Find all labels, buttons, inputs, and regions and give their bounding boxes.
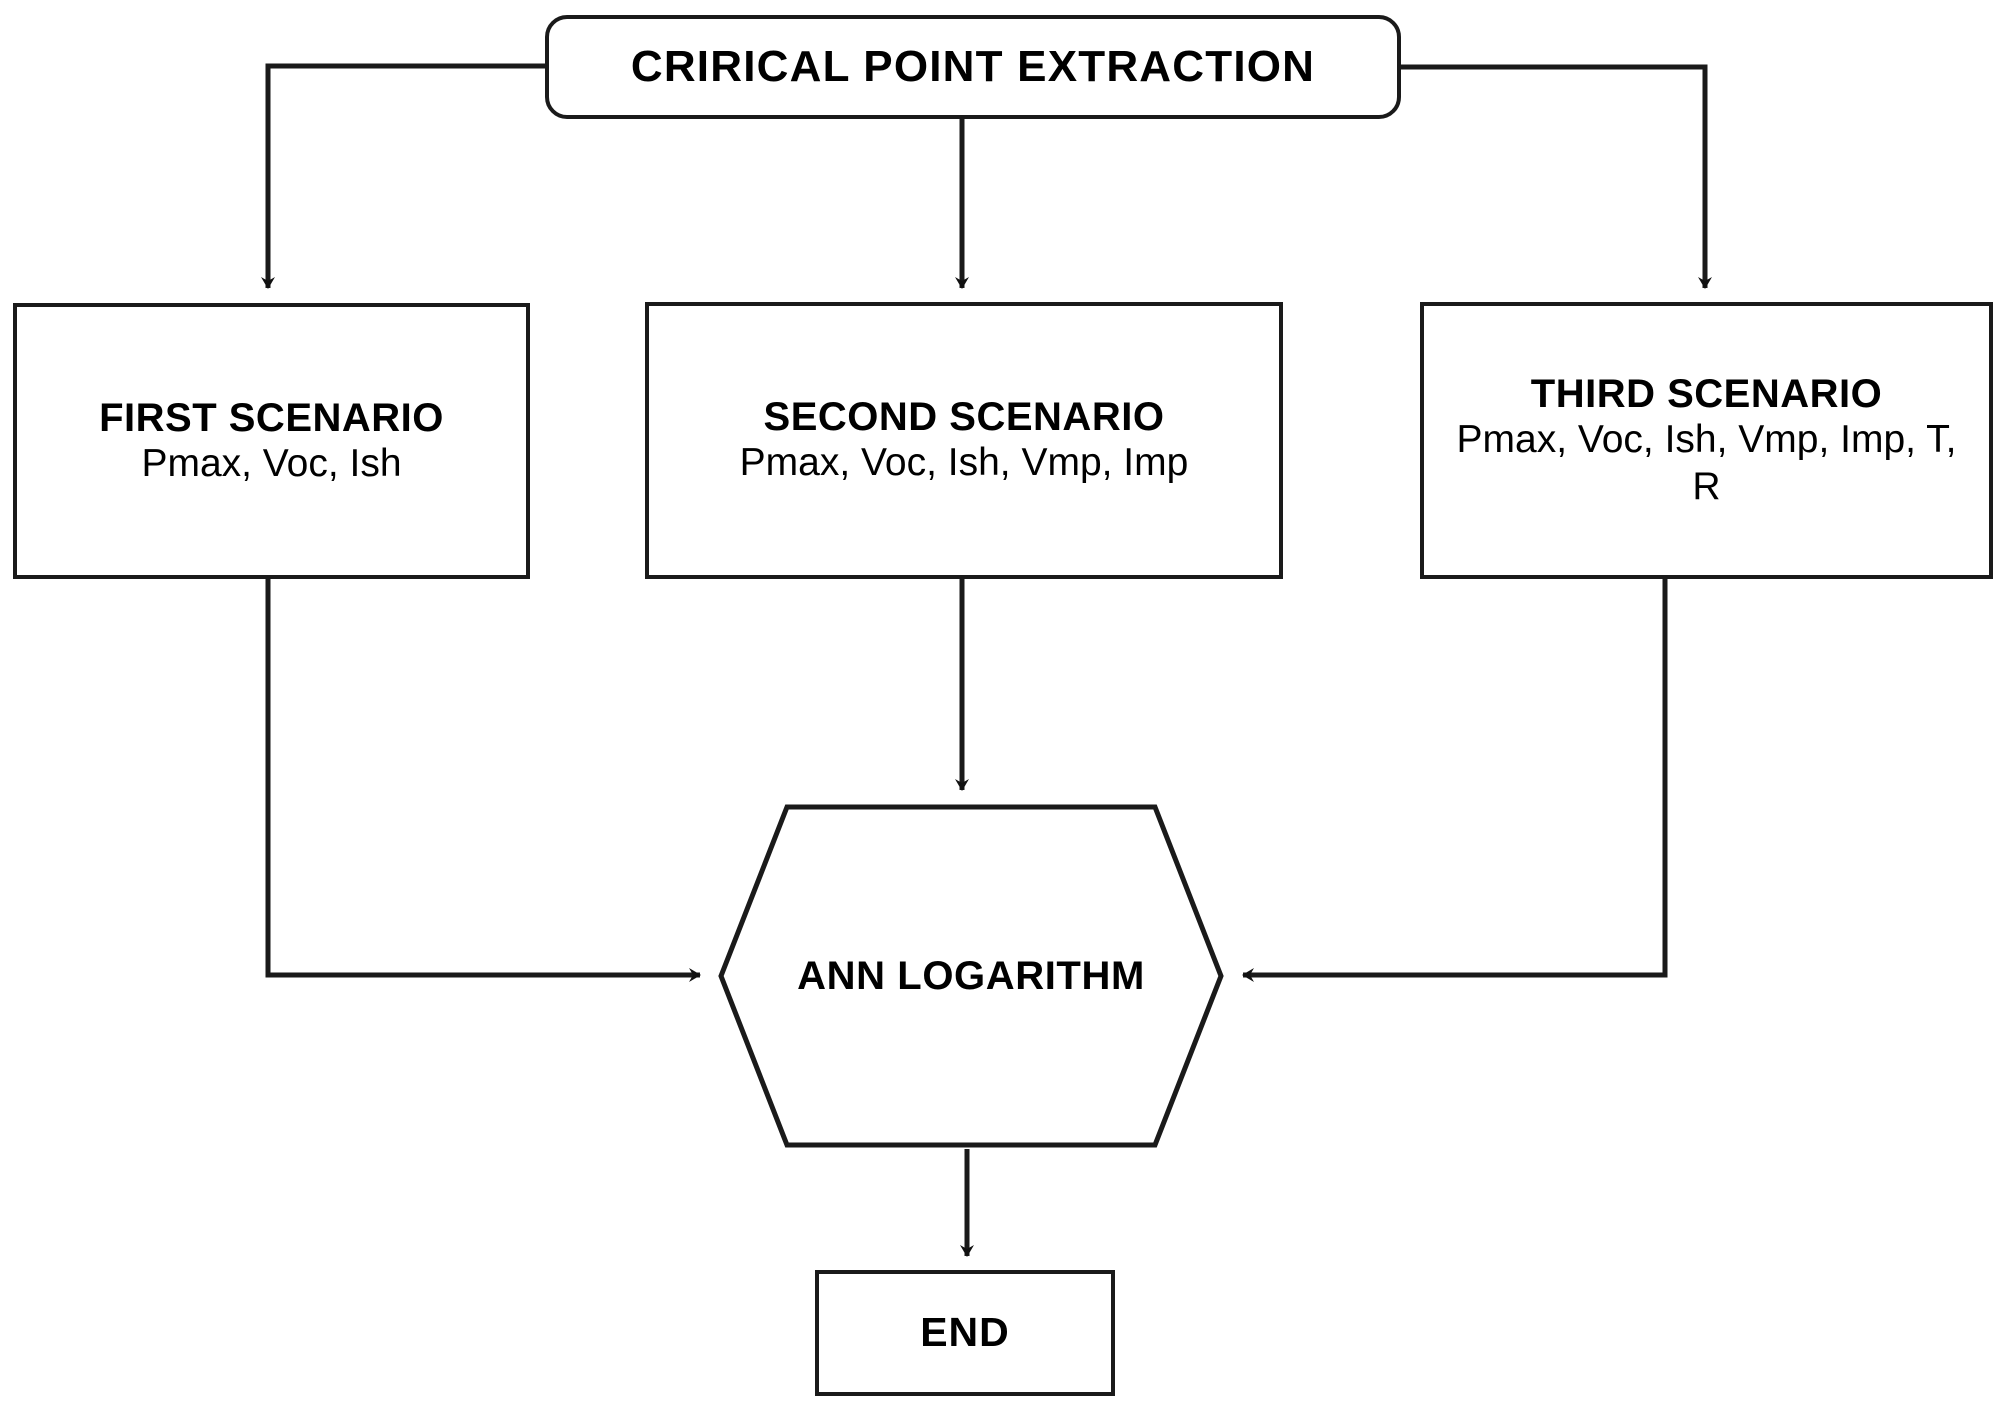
- node-third-scenario[interactable]: THIRD SCENARIO Pmax, Voc, Ish, Vmp, Imp,…: [1420, 302, 1993, 579]
- end-node-label: END: [920, 1309, 1010, 1356]
- first-scenario-params: Pmax, Voc, Ish: [141, 441, 402, 485]
- node-end[interactable]: END: [815, 1270, 1115, 1396]
- second-scenario-title: SECOND SCENARIO: [763, 395, 1165, 440]
- node-ann-logarithm[interactable]: ANN LOGARITHM: [718, 803, 1224, 1149]
- ann-logarithm-label: ANN LOGARITHM: [797, 953, 1145, 998]
- third-scenario-params: Pmax, Voc, Ish, Vmp, Imp, T, R: [1456, 418, 1957, 508]
- first-scenario-title: FIRST SCENARIO: [99, 395, 444, 440]
- edge-third-to-algorithm: [1242, 579, 1668, 982]
- edge-first-to-algorithm: [265, 579, 701, 982]
- edge-start-to-third: [1401, 64, 1712, 289]
- node-first-scenario[interactable]: FIRST SCENARIO Pmax, Voc, Ish: [13, 303, 530, 579]
- second-scenario-params: Pmax, Voc, Ish, Vmp, Imp: [739, 441, 1189, 485]
- third-scenario-title: THIRD SCENARIO: [1530, 372, 1883, 417]
- start-node-label: CRIRICAL POINT EXTRACTION: [630, 41, 1316, 91]
- hexagon-shape: [718, 804, 1224, 1148]
- node-second-scenario[interactable]: SECOND SCENARIO Pmax, Voc, Ish, Vmp, Imp: [645, 302, 1283, 579]
- edge-start-to-first: [261, 63, 545, 289]
- node-critical-point-extraction[interactable]: CRIRICAL POINT EXTRACTION: [545, 15, 1401, 119]
